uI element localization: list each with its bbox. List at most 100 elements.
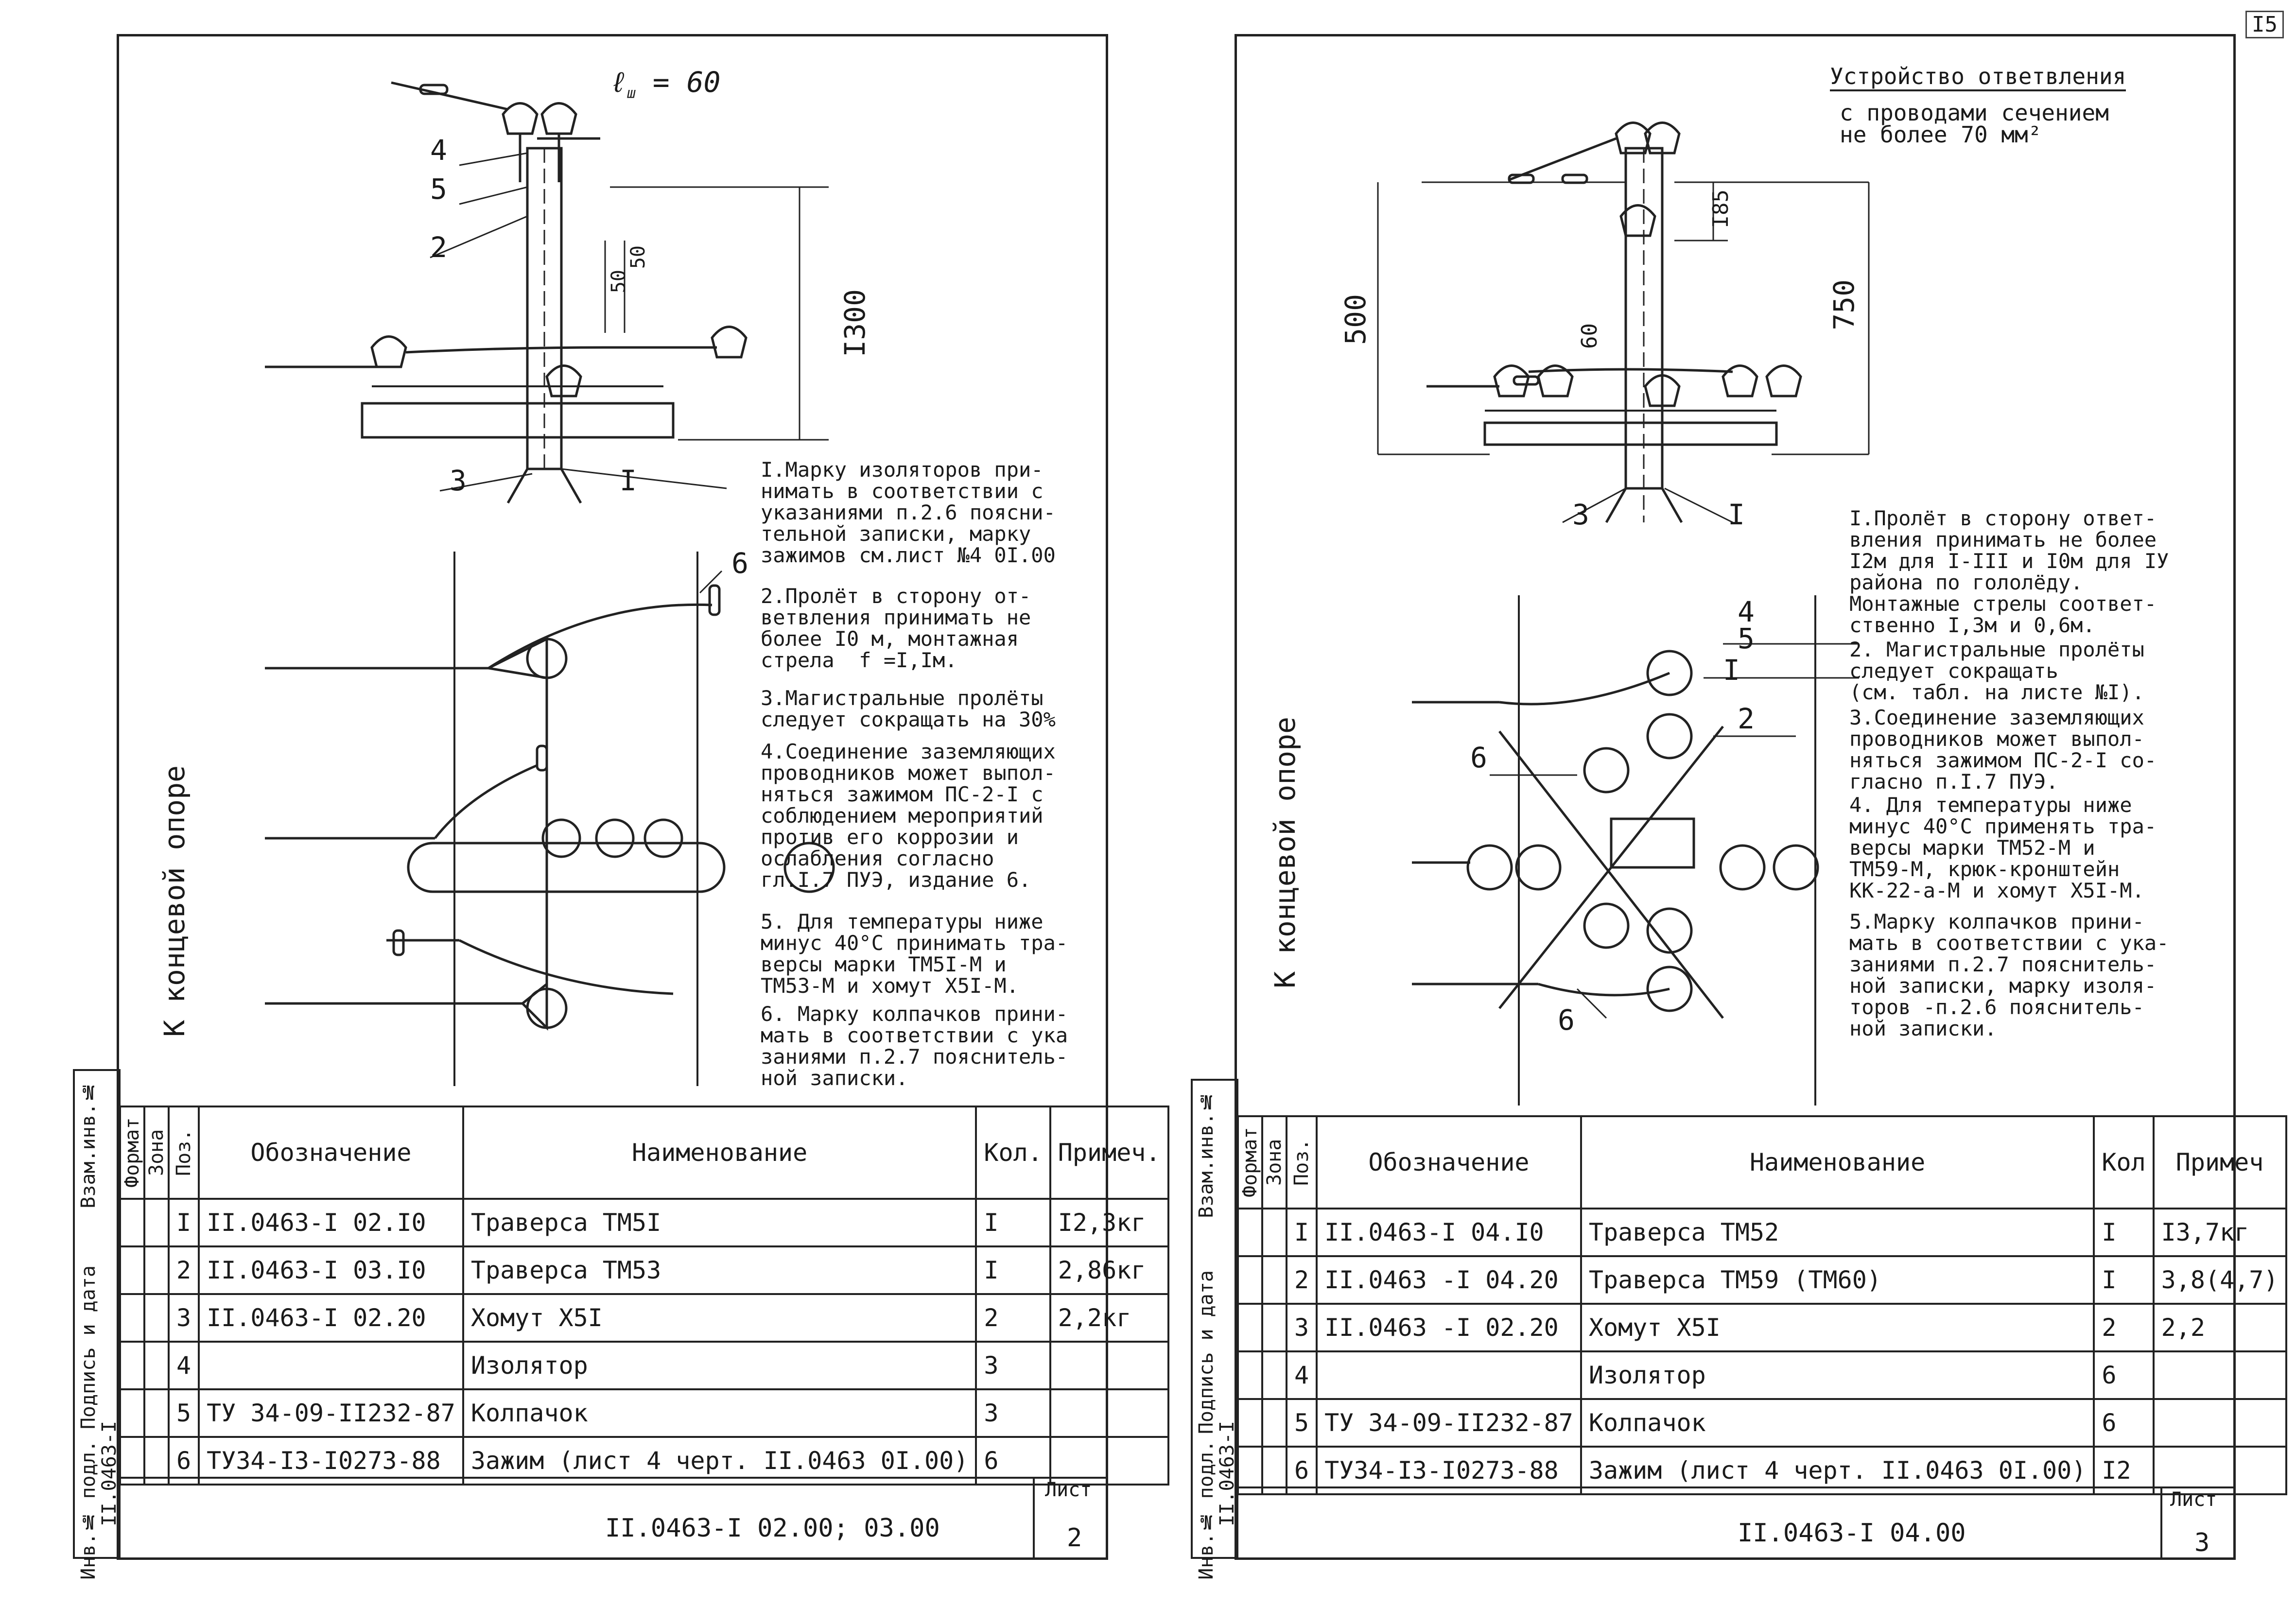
- table-header-row: Формат Зона Поз. Обозначение Наименовани…: [120, 1106, 1169, 1200]
- callout-2-right: 2: [1738, 702, 1755, 735]
- cell-name: Колпачок: [462, 1388, 977, 1438]
- cell-qty: I: [975, 1245, 1051, 1295]
- spec-table-left: Формат Зона Поз. Обозначение Наименовани…: [119, 1106, 1169, 1486]
- cell-qty: I: [975, 1198, 1051, 1247]
- col-format: Формат: [1238, 1116, 1262, 1209]
- col-pos: Поз.: [169, 1106, 199, 1199]
- cell-name: Колпачок: [1580, 1398, 2095, 1448]
- dim-500: 500: [1339, 294, 1372, 345]
- cell-qty: 6: [2093, 1350, 2155, 1400]
- cell-name: Хомут Х5I: [462, 1293, 977, 1343]
- side-strip-mid-right: Подпись и дата: [1195, 1270, 1218, 1434]
- callout-4: 4: [430, 134, 447, 167]
- drawing-sheet-right: Устройство ответвления с проводами сечен…: [1235, 34, 2287, 1560]
- page-number: I5: [2245, 11, 2284, 38]
- cell-name: Траверса ТМ59 (ТМ60): [1580, 1255, 2095, 1305]
- dim-1300: I300: [838, 289, 871, 357]
- callout-6: 6: [731, 547, 748, 580]
- table-header-row: Формат Зона Поз. Обозначение Наименовани…: [1238, 1115, 2287, 1210]
- note-2: 2.Пролёт в сторону от- ветвления принима…: [761, 584, 1031, 672]
- side-strip-mid: Подпись и дата: [77, 1265, 100, 1430]
- cell-pos: 5: [1285, 1398, 1318, 1448]
- col-zone: Зона: [1262, 1116, 1287, 1209]
- sheet-number-right: 3: [2194, 1528, 2210, 1557]
- cell-pos: 4: [1285, 1350, 1318, 1400]
- pole-assembly-drawing-left: [265, 81, 835, 1086]
- pole-assembly-drawing-right: [1377, 121, 1870, 1106]
- callout-6-right: 6: [1470, 741, 1487, 774]
- side-strip-top-right: Взам.инв.№: [1195, 1090, 1218, 1218]
- side-label-right: К концевой опоре: [1269, 717, 1302, 988]
- col-note: Примеч: [2152, 1115, 2287, 1210]
- col-designation: Обозначение: [1316, 1115, 1582, 1210]
- cell-note: 2,2: [2152, 1303, 2287, 1352]
- col-qty: Кол: [2093, 1115, 2155, 1210]
- cell-designation: [1316, 1350, 1582, 1400]
- title-block-code-right: II.0463-I 04.00: [1738, 1519, 1966, 1548]
- length-label: ℓш = 60: [610, 66, 721, 102]
- callout-4-right: 4: [1738, 595, 1755, 628]
- dim-50a: 50: [608, 270, 630, 294]
- cell-note: 3,8(4,7): [2152, 1255, 2287, 1305]
- note-5-right: 5.Марку колпачков прини- мать в соответс…: [1849, 910, 2169, 1040]
- spec-table-right: Формат Зона Поз. Обозначение Наименовани…: [1237, 1115, 2287, 1495]
- cell-note: 2,86кг: [1049, 1245, 1169, 1295]
- note-1-right: I.Пролёт в сторону ответ- вления принима…: [1849, 506, 2169, 637]
- callout-3-right: 3: [1572, 498, 1589, 531]
- cell-designation: ТУ34-I3-I0273-88: [198, 1436, 464, 1486]
- cell-qty: 2: [975, 1293, 1051, 1343]
- header-line-3: не более 70 мм²: [1840, 121, 2042, 148]
- cell-note: I2,3кг: [1049, 1198, 1169, 1247]
- side-strip-code-right: II.0463-I: [1216, 1421, 1238, 1526]
- note-3-right: 3.Соединение заземляющих проводников мож…: [1849, 706, 2157, 794]
- cell-name: Траверса ТМ5I: [462, 1198, 977, 1247]
- cell-pos: 5: [167, 1388, 200, 1438]
- cell-note: [2152, 1398, 2287, 1448]
- note-5: 5. Для температуры ниже минус 40°С прини…: [761, 910, 1068, 998]
- cell-qty: I: [2093, 1255, 2155, 1305]
- side-strip-left: Взам.инв.№ Подпись и дата Инв.№ подл. II…: [73, 1069, 121, 1580]
- dim-60: 60: [1577, 323, 1602, 349]
- cell-pos: I: [1285, 1208, 1318, 1257]
- header-line-2: с проводами сечением: [1840, 100, 2109, 126]
- cell-name: Хомут Х5I: [1580, 1303, 2095, 1352]
- note-2-right: 2. Магистральные пролёты следует сокраща…: [1849, 638, 2144, 704]
- col-format: Формат: [120, 1106, 144, 1199]
- callout-6b-right: 6: [1558, 1003, 1575, 1037]
- cell-qty: 2: [2093, 1303, 2155, 1352]
- cell-pos: 3: [167, 1293, 200, 1343]
- cell-qty: I: [2093, 1208, 2155, 1257]
- sheet-label: Лист: [1045, 1479, 1092, 1501]
- cell-qty: 6: [2093, 1398, 2155, 1448]
- col-pos: Поз.: [1287, 1116, 1317, 1209]
- callout-1: I: [620, 464, 637, 497]
- callout-3: 3: [450, 464, 467, 497]
- note-6: 6. Марку колпачков прини- мать в соответ…: [761, 1002, 1068, 1090]
- cell-name: Изолятор: [1580, 1350, 2095, 1400]
- cell-designation: II.0463 -I 02.20: [1316, 1303, 1582, 1352]
- cell-qty: 3: [975, 1388, 1051, 1438]
- callout-1b-right: I: [1723, 654, 1740, 687]
- sheet-label-right: Лист: [2170, 1488, 2217, 1511]
- cell-note: 2,2кг: [1049, 1293, 1169, 1343]
- cell-designation: II.0463-I 02.I0: [198, 1198, 464, 1247]
- cell-name: Траверса ТМ53: [462, 1245, 977, 1295]
- cell-designation: [198, 1341, 464, 1390]
- note-1: I.Марку изоляторов при- нимать в соответ…: [761, 458, 1056, 567]
- cell-note: I3,7кг: [2152, 1208, 2287, 1257]
- cell-designation: II.0463 -I 04.20: [1316, 1255, 1582, 1305]
- dim-50b: 50: [627, 245, 649, 269]
- cell-pos: 2: [1285, 1255, 1318, 1305]
- sheet-number: 2: [1067, 1523, 1082, 1553]
- col-designation: Обозначение: [198, 1106, 464, 1200]
- cell-name: Траверса ТМ52: [1580, 1208, 2095, 1257]
- drawing-sheet-left: ℓш = 60 I300 50 50 К концевой опоре I 2 …: [117, 34, 1169, 1560]
